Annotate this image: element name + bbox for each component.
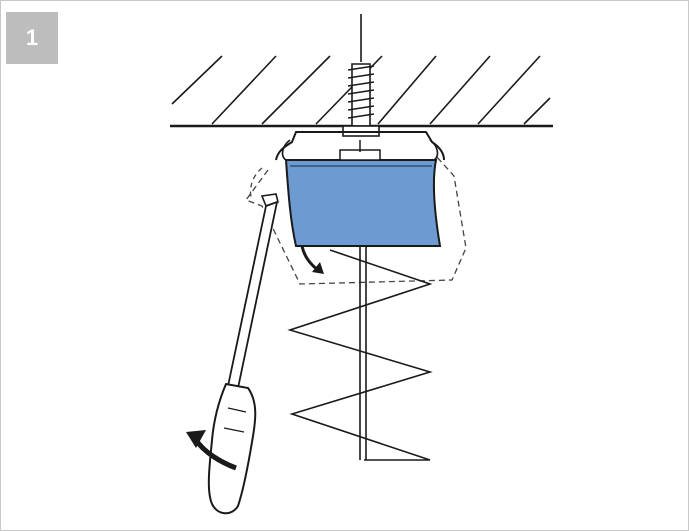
- screwdriver-icon: [207, 193, 279, 515]
- tilt-arrow-icon: [300, 245, 324, 274]
- bracket-clip-left: [281, 139, 291, 161]
- smoke-detector-module: [284, 159, 442, 247]
- screwdriver-handle: [207, 382, 257, 515]
- screw-icon: [342, 14, 380, 137]
- bracket-clip-right: [429, 139, 439, 161]
- mounting-bracket: [275, 131, 445, 161]
- step-number-badge: 1: [6, 12, 58, 64]
- tilted-module-outline: [244, 155, 467, 285]
- rotate-arrow-icon: [186, 430, 237, 471]
- step-number: 1: [25, 25, 39, 50]
- ceiling-hatching: [171, 55, 551, 125]
- spring-icon: [287, 246, 433, 461]
- tilted-clip-outline: [249, 167, 263, 201]
